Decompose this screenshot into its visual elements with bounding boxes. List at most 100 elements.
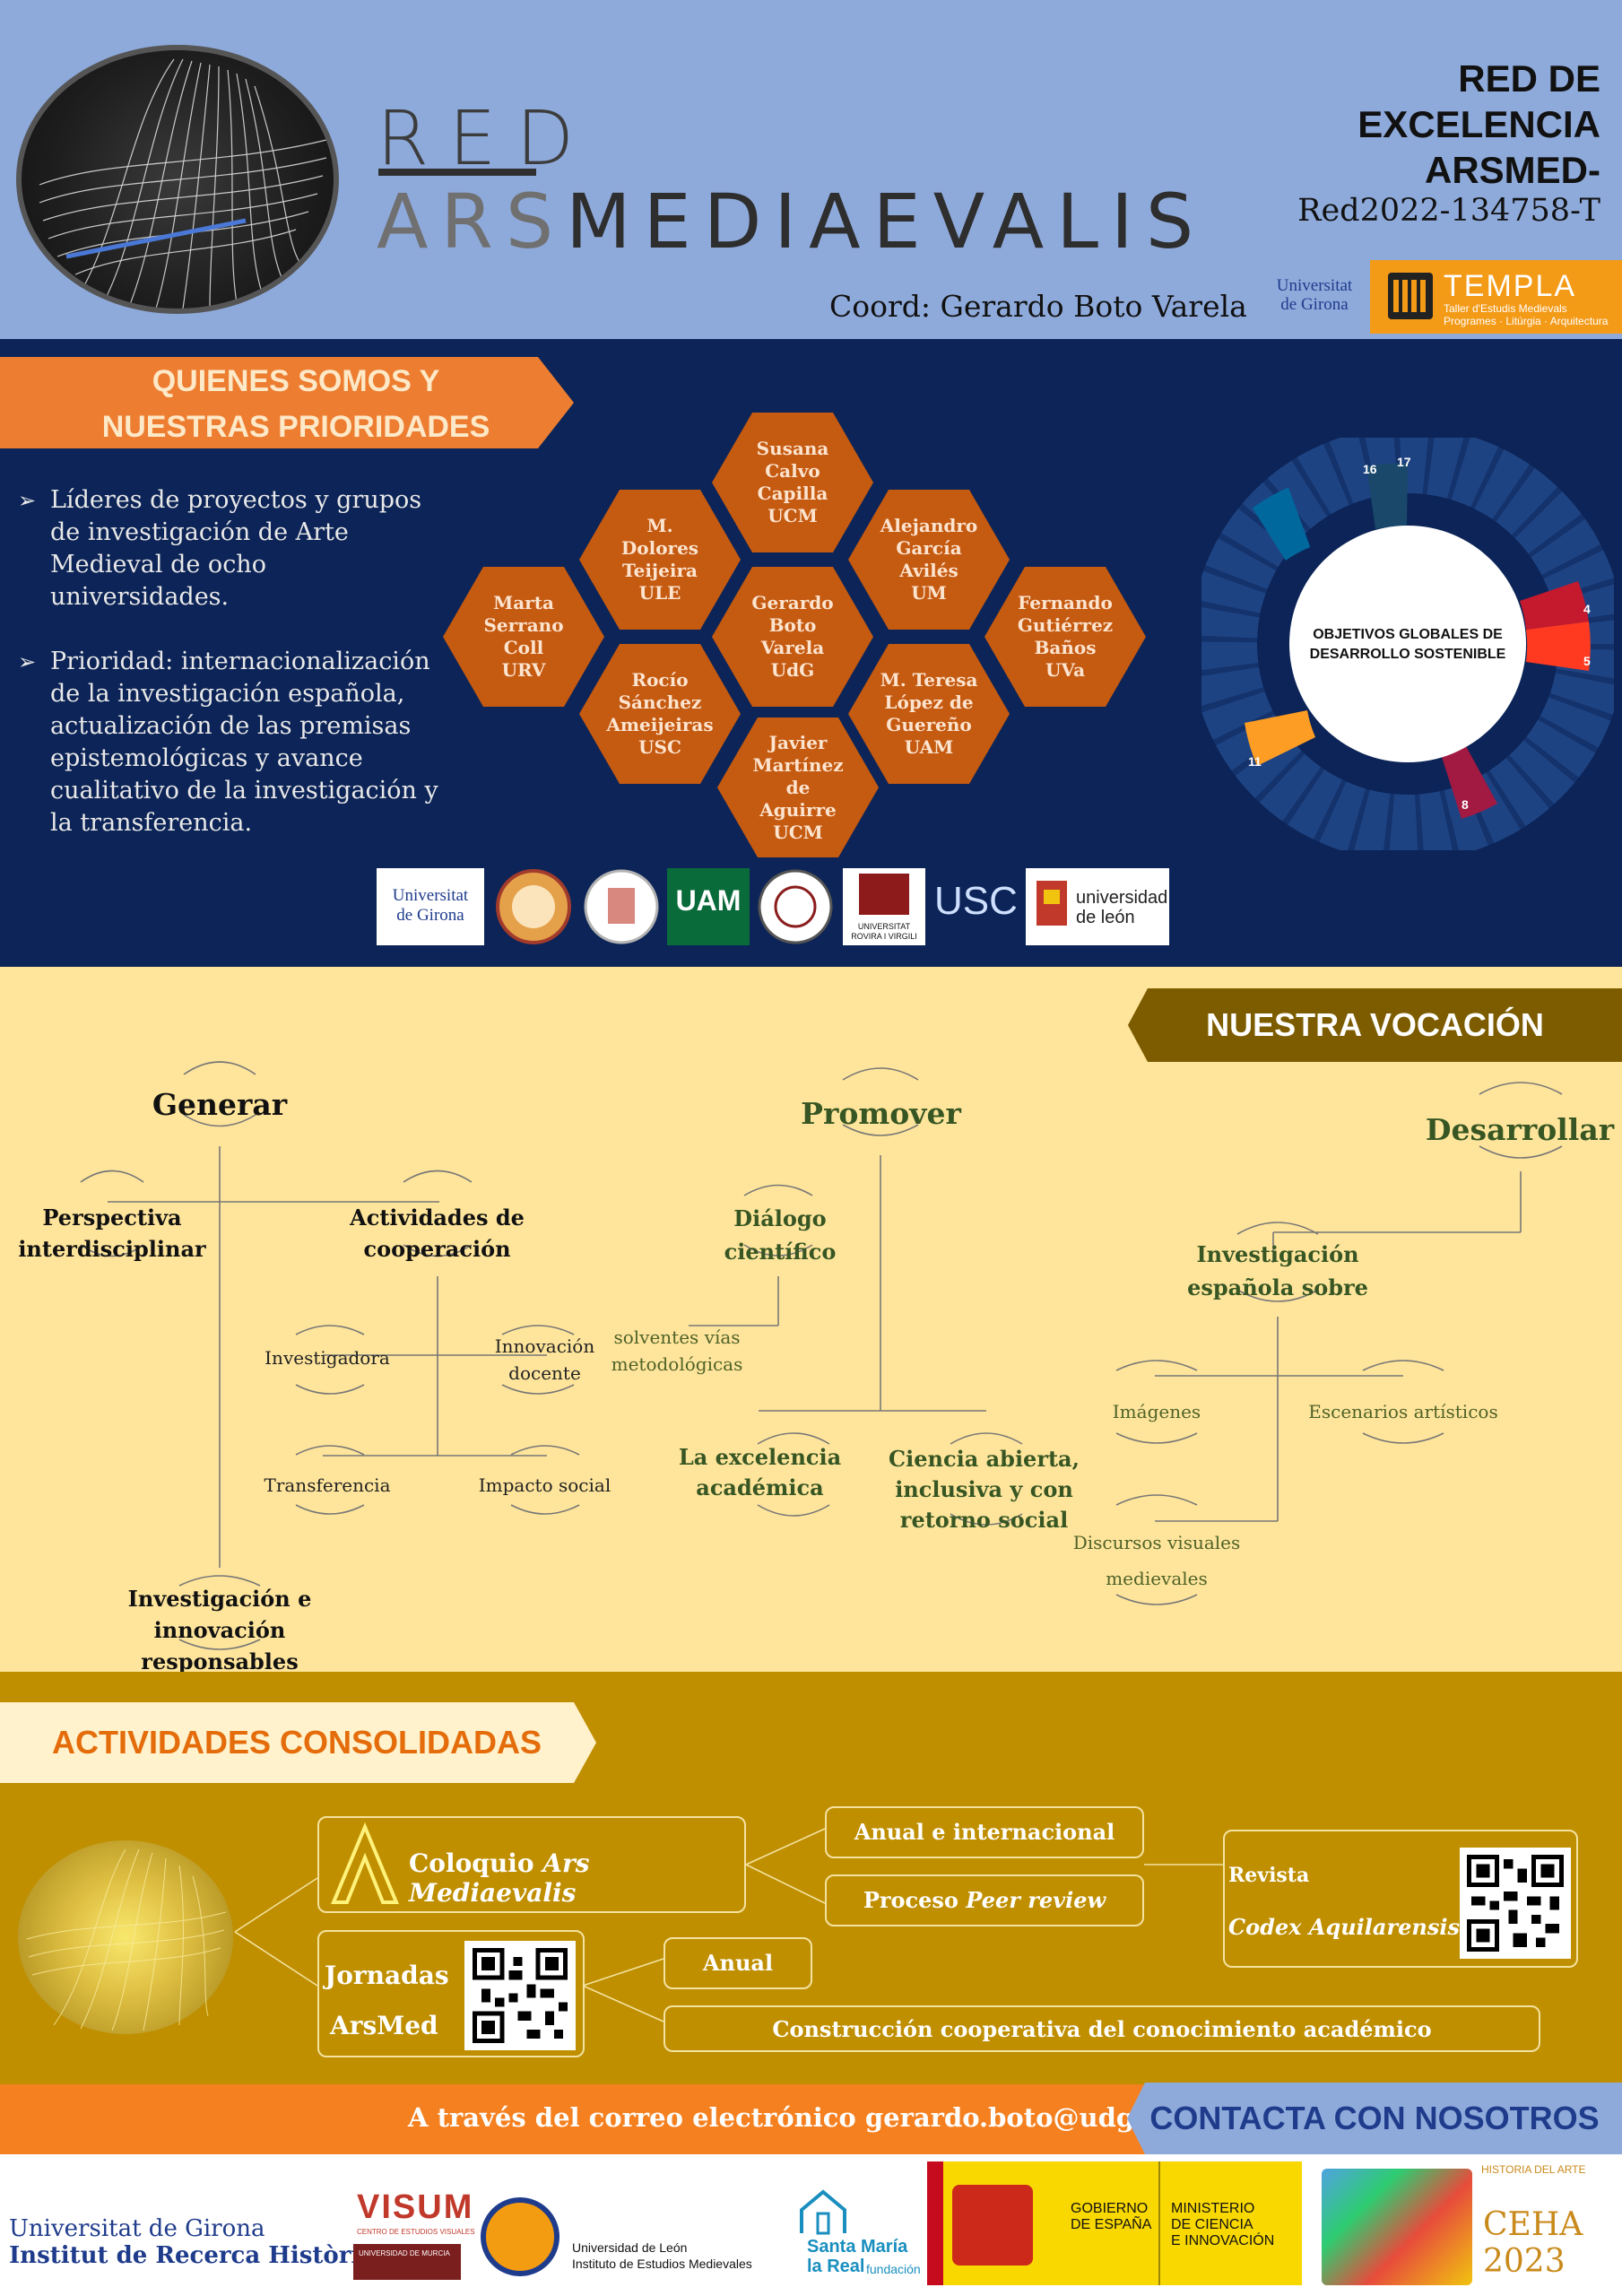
jornadas-label: Jornadas — [325, 1961, 449, 1990]
coloquio-italic: Ars Mediaevalis — [409, 1848, 590, 1908]
member-name: Fernando Gutiérrez Baños UVa — [1017, 592, 1114, 681]
templa-name: TEMPLA — [1444, 269, 1577, 303]
member-hex: M. Teresa López de Guereño UAM — [848, 644, 1010, 784]
coloquio-box: Coloquio Ars Mediaevalis — [317, 1816, 746, 1913]
member-name: Gerardo Boto Varela UdG — [751, 592, 834, 681]
coloquio-label: Coloquio Ars Mediaevalis — [409, 1848, 744, 1908]
udg-logo-text: Universitat de Girona — [392, 886, 469, 925]
member-hex: M. Dolores Teijeira ULE — [579, 490, 741, 630]
ule-footer-line1: Universidad de León — [572, 2240, 688, 2255]
brand-red: RED — [377, 94, 594, 182]
peer-review-box: Proceso Peer review — [825, 1874, 1144, 1926]
uam-logo: UAM — [667, 868, 750, 945]
ceha-2023-label: CEHA 2023 — [1483, 2206, 1583, 2280]
visum-badge: UNIVERSIDAD DE MURCIA — [353, 2244, 461, 2280]
brand-underline — [378, 169, 536, 176]
revista-box: Revista Codex Aquilarensis — [1223, 1830, 1578, 1968]
member-name: Susana Calvo Capilla UCM — [756, 438, 829, 526]
urv-logo-text: UNIVERSITAT ROVIRA I VIRGILI — [851, 922, 917, 941]
brand-mediaevalis: MEDIAEVALIS — [566, 178, 1207, 265]
gobierno-divider — [1158, 2161, 1160, 2285]
ceha-artwork — [1322, 2169, 1472, 2285]
node-transferencia: Transferencia — [264, 1474, 391, 1496]
activities-title: ACTIVIDADES CONSOLIDADAS — [52, 1724, 542, 1761]
anual-internacional-box: Anual e internacional — [825, 1806, 1144, 1858]
santa-maria-fundacion: fundación — [866, 2262, 921, 2276]
member-hex: Fernando Gutiérrez Baños UVa — [984, 567, 1146, 707]
ars-triangle-icon — [331, 1822, 399, 1904]
vocation-section — [0, 967, 1622, 1672]
revista-label: Revista — [1228, 1864, 1310, 1887]
who-banner — [0, 357, 574, 448]
node-ciencia: Ciencia abierta, inclusiva y con retorno… — [889, 1446, 1080, 1533]
bullet-priority: ➢ Prioridad: internacionalización de la … — [18, 646, 439, 879]
visum-logo: VISUM — [357, 2188, 474, 2226]
contact-banner — [1127, 2083, 1622, 2154]
anual-box: Anual — [664, 1937, 812, 1989]
vocation-tree-lines — [80, 1061, 1563, 1650]
udg-logo: Universitat de Girona — [377, 868, 484, 945]
sdg-goal-17 — [1366, 463, 1408, 529]
node-perspectiva: Perspectiva interdisciplinar — [18, 1205, 206, 1262]
bullet-priority-text: Prioridad: internacionalización de la in… — [50, 648, 438, 837]
sdg-num: 8 — [1462, 797, 1469, 812]
chevron-right-icon: ➢ — [18, 488, 37, 513]
sdg-goal-8 — [1442, 746, 1497, 819]
node-discursos: Discursos visuales medievales — [1072, 1532, 1241, 1589]
project-code: Red2022-134758-T — [1297, 193, 1600, 229]
node-impacto: Impacto social — [478, 1474, 612, 1496]
sdg-num: 4 — [1583, 602, 1591, 616]
usc-logo-text: USC — [934, 879, 1018, 923]
network-title-line: EXCELENCIA — [1357, 103, 1600, 145]
node-escenarios: Escenarios artísticos — [1308, 1401, 1498, 1422]
revista-qr-code[interactable] — [1460, 1848, 1571, 1959]
node-generar: Generar — [152, 1087, 288, 1122]
who-title: QUIENES SOMOS Y NUESTRAS PRIORIDADES — [36, 357, 556, 450]
peer-review-label: Proceso Peer review — [827, 1887, 1142, 1913]
ministerio-text: MINISTERIO DE CIENCIA E INNOVACIÓN — [1171, 2201, 1275, 2248]
node-excelencia: La excelencia académica — [678, 1444, 842, 1500]
activities-banner — [0, 1702, 596, 1783]
member-hex: Javier Martínez de Aguirre UCM — [717, 718, 879, 857]
brand-arsmediaevalis: ARSMEDIAEVALIS — [377, 178, 1206, 265]
ule-iem-seal — [481, 2197, 559, 2276]
historia-arte-label: HISTORIA DEL ARTE — [1481, 2163, 1586, 2176]
proceso-prefix: Proceso — [863, 1887, 967, 1913]
member-name: Rocío Sánchez Ameijeiras USC — [606, 669, 714, 758]
construccion-label: Construcción cooperativa del conocimient… — [772, 2016, 1432, 2042]
spain-coat-of-arms — [952, 2185, 1033, 2266]
gobierno-logo: GOBIERNO DE ESPAÑA MINISTERIO DE CIENCIA… — [927, 2161, 1302, 2285]
member-name: Javier Martínez de Aguirre UCM — [752, 731, 844, 843]
sdg-goal-16 — [1252, 487, 1311, 561]
udg-logo-text: Universitat de Girona — [1276, 276, 1353, 314]
sdg-num: 17 — [1397, 455, 1411, 469]
member-name: M. Dolores Teijeira ULE — [620, 515, 699, 604]
chevron-right-icon: ➢ — [18, 649, 37, 674]
node-solventes: solventes vías metodológicas — [611, 1326, 743, 1375]
ule-logo: universidad de león — [1026, 868, 1169, 945]
uva-seal — [757, 868, 834, 945]
templa-icon — [1388, 273, 1433, 319]
visum-badge-text: UNIVERSIDAD DE MURCIA — [359, 2249, 450, 2257]
sdg-goal-4 — [1520, 581, 1589, 630]
member-hex: Alejandro García Avilés UM — [848, 490, 1010, 630]
contact-email-text[interactable]: A través del correo electrónico gerardo.… — [408, 2102, 1198, 2133]
network-title: RED DE EXCELENCIA ARSMED- — [1357, 56, 1600, 193]
network-logo-image — [16, 45, 339, 314]
anual-internacional-label: Anual e internacional — [854, 1819, 1115, 1845]
node-dialogo: Diálogo científico — [724, 1205, 837, 1265]
templa-logo: TEMPLA Taller d'Estudis Medievals Progra… — [1370, 260, 1622, 334]
member-hex: Marta Serrano Coll URV — [443, 567, 604, 707]
uam-logo-text: UAM — [675, 884, 742, 917]
visum-subtitle: CENTRO DE ESTUDIOS VISUALES — [357, 2228, 475, 2236]
network-logo-gold — [18, 1840, 233, 2034]
bullet-leaders-text: Líderes de proyectos y grupos de investi… — [50, 486, 422, 611]
node-actividades: Actividades de cooperación — [350, 1205, 525, 1262]
anual-label: Anual — [702, 1950, 774, 1976]
sdg-goal-11 — [1245, 710, 1315, 766]
member-name: Alejandro García Avilés UM — [880, 515, 978, 604]
sdg-center-line2: DESARROLLO SOSTENIBLE — [1310, 647, 1506, 662]
urv-logo: UNIVERSITAT ROVIRA I VIRGILI — [843, 868, 925, 945]
revista-name: Codex Aquilarensis — [1228, 1914, 1460, 1940]
jornadas-qr-code[interactable] — [464, 1941, 576, 2050]
